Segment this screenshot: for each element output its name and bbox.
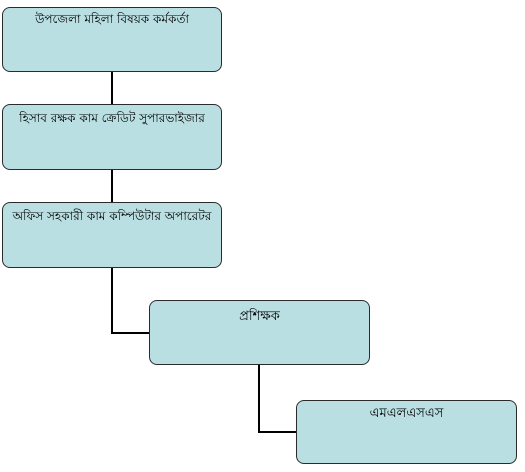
connector-4-5 (258, 365, 296, 433)
node-mlss: এমএলএসএস (296, 400, 517, 464)
node-trainer: প্রশিক্ষক (149, 300, 370, 365)
node-accountant-credit-supervisor: হিসাব রক্ষক কাম ক্রেডিট সুপারভাইজার (2, 104, 222, 170)
node-label: উপজেলা মহিলা বিষয়ক কর্মকর্তা (35, 12, 189, 26)
node-upazila-women-affairs-officer: উপজেলা মহিলা বিষয়ক কর্মকর্তা (2, 7, 222, 72)
node-label: অফিস সহকারী কাম কম্পিউটার অপারেটর (12, 209, 212, 223)
node-label: এমএলএসএস (369, 406, 444, 421)
node-label: প্রশিক্ষক (239, 309, 280, 324)
node-office-assistant-computer-operator: অফিস সহকারী কাম কম্পিউটার অপারেটর (2, 202, 222, 268)
node-label: হিসাব রক্ষক কাম ক্রেডিট সুপারভাইজার (19, 111, 205, 125)
connector-3-4 (111, 268, 149, 334)
